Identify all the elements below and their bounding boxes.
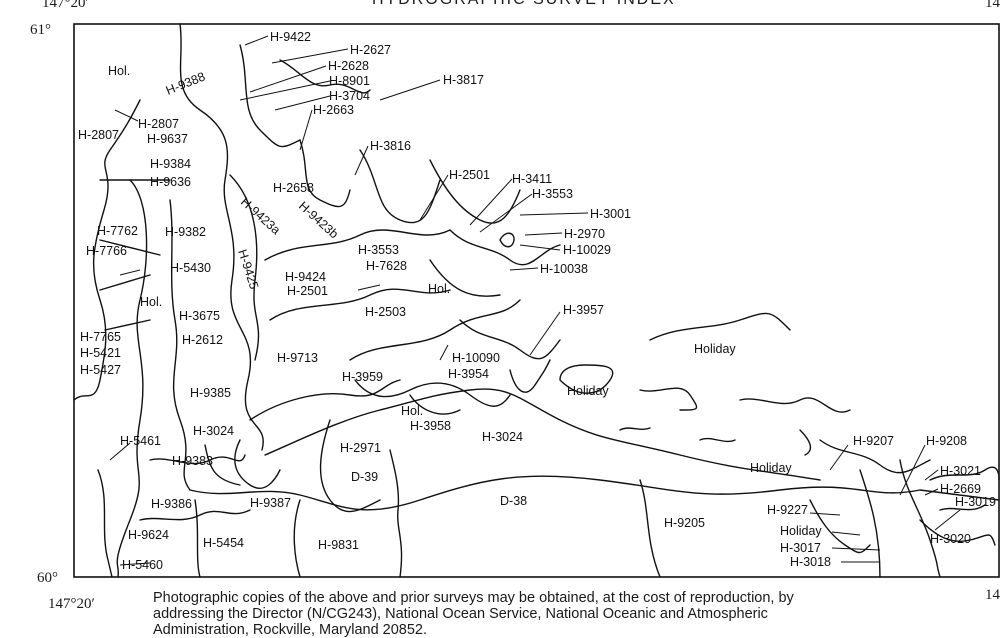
label-h8901: H-8901: [329, 74, 370, 88]
label-h3017: H-3017: [780, 541, 821, 555]
footnote-line-2: addressing the Director (N/CG243), Natio…: [153, 606, 768, 622]
label-h9207: H-9207: [853, 434, 894, 448]
label-h9422: H-9422: [270, 30, 311, 44]
label-h3024-east: H-3024: [482, 430, 523, 444]
label-h9382: H-9382: [165, 225, 206, 239]
label-h3024-west: H-3024: [193, 424, 234, 438]
label-h9624: H-9624: [128, 528, 169, 542]
top-left-longitude: 147°20′: [42, 0, 89, 11]
label-h3021: H-3021: [940, 464, 981, 478]
label-h10038: H-10038: [540, 262, 588, 276]
label-holiday-4: Holiday: [780, 524, 822, 538]
label-h2628: H-2628: [328, 59, 369, 73]
label-h5427: H-5427: [80, 363, 121, 377]
bottom-left-longitude: 147°20′: [48, 596, 95, 612]
label-h7765: H-7765: [80, 330, 121, 344]
label-hol-4: Hol.: [401, 404, 423, 418]
leader-lines: [109, 35, 961, 566]
label-h3019: H-3019: [955, 495, 996, 509]
label-h2501-south: H-2501: [287, 284, 328, 298]
label-h3816: H-3816: [370, 139, 411, 153]
label-h9227: H-9227: [767, 503, 808, 517]
label-h2971: H-2971: [340, 441, 381, 455]
label-h7628: H-7628: [366, 259, 407, 273]
label-h3959: H-3959: [342, 370, 383, 384]
label-h3704: H-3704: [329, 89, 370, 103]
footnote: Photographic copies of the above and pri…: [153, 590, 933, 638]
label-hol-3: Hol.: [140, 295, 162, 309]
label-h10090: H-10090: [452, 351, 500, 365]
label-h9831: H-9831: [318, 538, 359, 552]
label-h3675: H-3675: [179, 309, 220, 323]
label-h3957: H-3957: [563, 303, 604, 317]
label-holiday-1: Holiday: [694, 342, 736, 356]
label-h5430: H-5430: [170, 261, 211, 275]
footnote-line-3: Administration, Rockville, Maryland 2085…: [153, 622, 428, 638]
map-title: HYDROGRAPHIC SURVEY INDEX: [372, 0, 676, 9]
label-h9208: H-9208: [926, 434, 967, 448]
label-h3817: H-3817: [443, 73, 484, 87]
label-h9385: H-9385: [190, 386, 231, 400]
label-h2669: H-2669: [940, 482, 981, 496]
label-h5454: H-5454: [203, 536, 244, 550]
label-h3553-south: H-3553: [358, 243, 399, 257]
label-h5460: H-5460: [122, 558, 163, 572]
label-h3958: H-3958: [410, 419, 451, 433]
label-holiday-3: Holiday: [750, 461, 792, 475]
label-h7762: H-7762: [97, 224, 138, 238]
label-h9637: H-9637: [147, 132, 188, 146]
label-h9424: H-9424: [285, 270, 326, 284]
label-h9386: H-9386: [151, 497, 192, 511]
label-hol-2: Hol.: [428, 282, 450, 296]
label-h2627: H-2627: [350, 43, 391, 57]
latitude-60-label: 60°: [37, 570, 58, 586]
label-hol-1: Hol.: [108, 64, 130, 78]
label-h2970: H-2970: [564, 227, 605, 241]
label-h3553-north: H-3553: [532, 187, 573, 201]
label-d38: D-38: [500, 494, 527, 508]
label-h3954: H-3954: [448, 367, 489, 381]
coastline-and-boundaries: [73, 23, 1000, 578]
bottom-right-longitude: 14: [985, 587, 1000, 603]
label-h2501-north: H-2501: [449, 168, 490, 182]
label-h3020: H-3020: [930, 532, 971, 546]
latitude-61-label: 61°: [30, 22, 51, 38]
label-h3018: H-3018: [790, 555, 831, 569]
label-h9423a: H-9423a: [238, 195, 283, 238]
label-h9387: H-9387: [250, 496, 291, 510]
label-h2503: H-2503: [365, 305, 406, 319]
label-h5421: H-5421: [80, 346, 121, 360]
map-frame: [73, 23, 1000, 578]
label-d39: D-39: [351, 470, 378, 484]
label-h2807-right: H-2807: [138, 117, 179, 131]
label-h9384: H-9384: [150, 157, 191, 171]
label-h2612: H-2612: [182, 333, 223, 347]
survey-labels: H-9422 H-2627 H-2628 H-8901 H-3704 H-381…: [78, 30, 996, 572]
label-h2663: H-2663: [313, 103, 354, 117]
label-h9383: H-9383: [172, 454, 213, 468]
top-right-longitude: 14: [985, 0, 1000, 11]
label-h3001: H-3001: [590, 207, 631, 221]
label-h3411: H-3411: [512, 172, 552, 186]
label-h2658: H-2658: [273, 181, 314, 195]
label-h9205: H-9205: [664, 516, 705, 530]
label-h7766: H-7766: [86, 244, 127, 258]
label-h10029: H-10029: [563, 243, 611, 257]
label-h9713: H-9713: [277, 351, 318, 365]
footnote-line-1: Photographic copies of the above and pri…: [153, 590, 794, 606]
label-h2807-left: H-2807: [78, 128, 119, 142]
label-h5461: H-5461: [120, 434, 161, 448]
label-h9636: H-9636: [150, 175, 191, 189]
label-holiday-2: Holiday: [567, 384, 609, 398]
